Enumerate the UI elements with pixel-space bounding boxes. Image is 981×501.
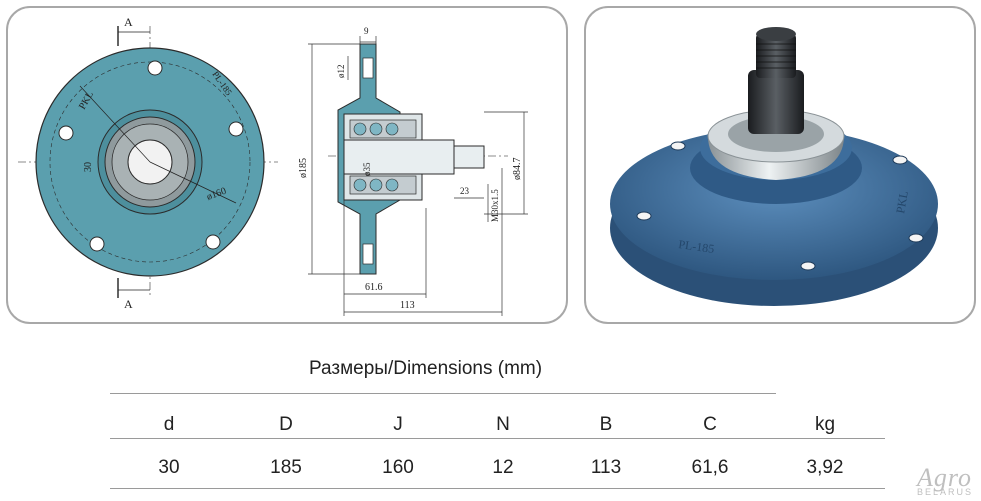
total-length-dimension: 113 — [400, 300, 415, 311]
agro-belarus-logo: Agro BELARUS — [917, 463, 973, 497]
inner-bore-dimension: ø35 — [362, 162, 372, 176]
header-B: B — [599, 414, 613, 435]
table-bottom-rule — [110, 488, 885, 489]
outer-diameter-dimension: ø185 — [298, 158, 309, 178]
header-N: N — [496, 414, 510, 435]
shaft-section — [343, 139, 455, 175]
header-D: D — [279, 414, 293, 435]
thread-dimension: M30x1.5 — [490, 189, 500, 222]
stub-diameter-dimension: ø84.7 — [512, 158, 523, 181]
threaded-stub — [453, 145, 485, 169]
bolt-hole — [58, 125, 74, 141]
value-C: 61,6 — [691, 457, 729, 478]
section-marker-top: A — [124, 15, 133, 29]
logo-sub: BELARUS — [916, 487, 973, 497]
bolt-hole — [205, 234, 221, 250]
shaft — [748, 70, 804, 134]
value-N: 12 — [492, 457, 514, 478]
bolt-hole — [228, 121, 244, 137]
bearing-balls — [353, 122, 399, 192]
front-view: PKL PL-185 30 ø160 A A — [18, 15, 278, 311]
body-length-dimension: 61.6 — [365, 282, 383, 293]
stub-length-dimension: 23 — [460, 186, 470, 196]
header-kg: kg — [814, 414, 836, 435]
table-top-rule — [110, 393, 776, 394]
logo-main: Agro — [916, 463, 973, 492]
header-J: J — [393, 414, 403, 435]
value-D: 185 — [270, 457, 302, 478]
bolt-hole — [147, 60, 163, 76]
bore-dimension: 30 — [83, 162, 94, 172]
technical-drawing: PKL PL-185 30 ø160 A A — [18, 15, 528, 316]
table-header-rule — [110, 438, 885, 439]
product-photo-panel: PL-185 PKL — [584, 6, 976, 324]
header-d: d — [163, 414, 175, 435]
bolt-holes — [636, 141, 924, 271]
section-marker-bottom: A — [124, 297, 133, 311]
header-C: C — [703, 414, 717, 435]
bolt-hole — [89, 236, 105, 252]
value-B: 113 — [590, 457, 622, 478]
top-width-dimension: 9 — [364, 26, 369, 36]
side-section-view: 9 ø12 ø185 ø35 M30x1.5 23 ø84.7 61.6 113 — [298, 26, 528, 316]
flange-mark-pl185: PL-185 — [678, 237, 716, 256]
hub-photo: PL-185 PKL — [610, 27, 938, 306]
value-kg: 3,92 — [806, 457, 844, 478]
table-title: Размеры/Dimensions (mm) — [309, 358, 543, 379]
value-d: 30 — [158, 457, 180, 478]
flange-mark-pkl: PKL — [893, 190, 911, 215]
hole-dimension: ø12 — [336, 65, 346, 79]
technical-drawing-panel: PKL PL-185 30 ø160 A A — [6, 6, 568, 324]
value-J: 160 — [382, 457, 414, 478]
